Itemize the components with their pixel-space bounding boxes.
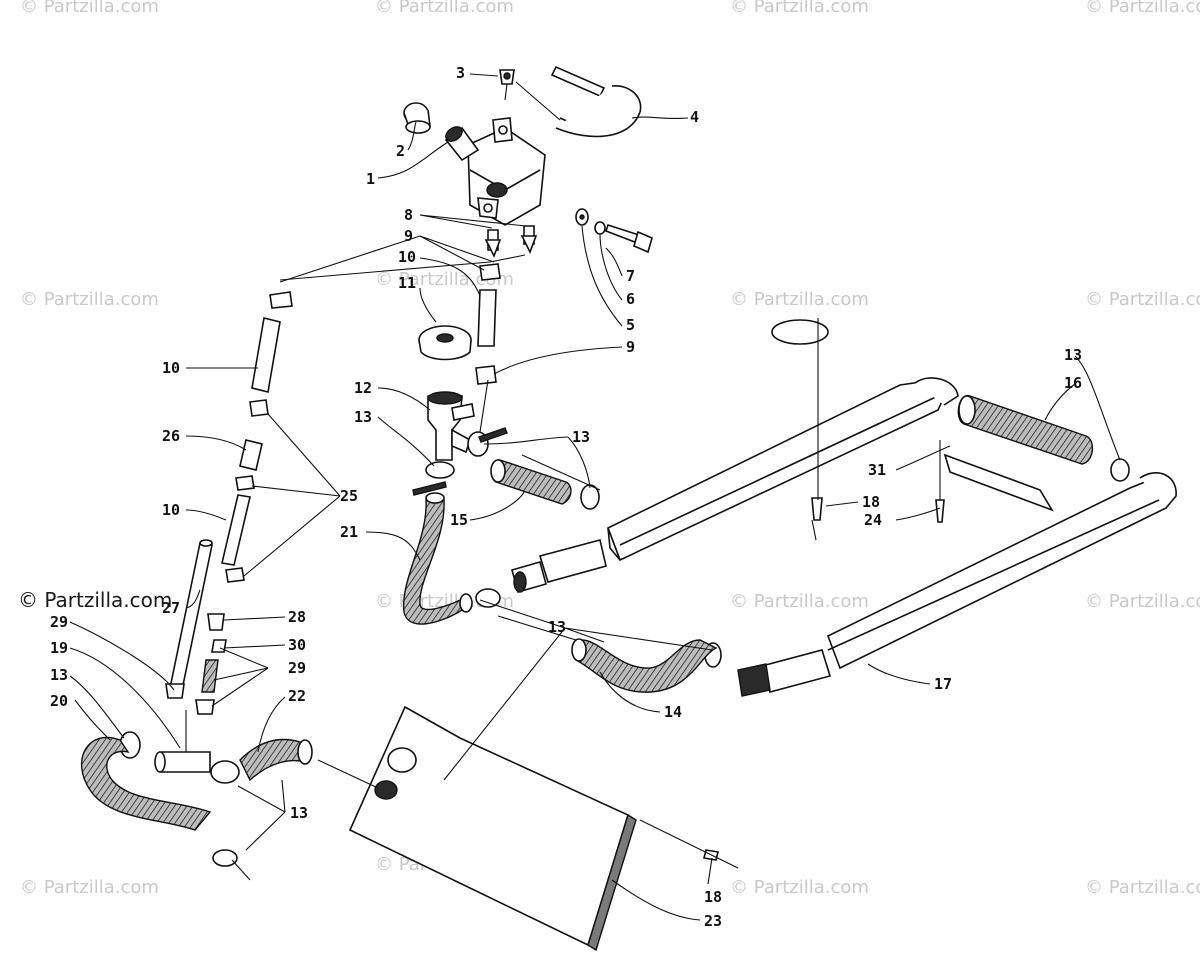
hose-20	[80, 736, 212, 831]
callout-10: 10	[162, 501, 180, 519]
callout-28: 28	[288, 608, 306, 626]
watermark-text: © Partzilla.com	[20, 0, 159, 17]
watermark-text: © Partzilla.com	[1085, 591, 1200, 612]
callout-21: 21	[340, 523, 358, 541]
watermark-text: © Partzilla.com	[1085, 0, 1200, 17]
watermark-text: © Partzilla.com	[375, 0, 514, 17]
hose-15	[490, 459, 572, 505]
tee-fitting-19	[154, 710, 211, 773]
callout-6: 6	[626, 290, 635, 308]
hose-segments	[221, 289, 497, 566]
callout-29: 29	[50, 613, 68, 631]
callout-13: 13	[548, 618, 566, 636]
callout-13: 13	[50, 666, 68, 684]
callout-10: 10	[162, 359, 180, 377]
callout-23: 23	[704, 912, 722, 930]
callout-13: 13	[354, 408, 372, 426]
callout-12: 12	[354, 379, 372, 397]
hose-22	[239, 738, 313, 782]
callout-27: 27	[162, 599, 180, 617]
hose-21	[402, 492, 473, 625]
callout-1: 1	[366, 170, 375, 188]
callout-26: 26	[162, 427, 180, 445]
connection-lines	[231, 254, 941, 881]
callout-9: 9	[626, 338, 635, 356]
leader-lines	[69, 73, 1121, 921]
overflow-hose	[515, 65, 642, 138]
radiator-cap	[418, 325, 472, 361]
watermark-text: © Partzilla.com	[730, 289, 869, 310]
callout-20: 20	[50, 692, 68, 710]
watermark-text: © Partzilla.com	[1085, 289, 1200, 310]
callout-8: 8	[404, 206, 413, 224]
tank-neck	[444, 126, 480, 162]
screws	[703, 497, 945, 861]
bracket-31	[943, 453, 1054, 512]
filler-neck	[427, 391, 475, 461]
watermark-text: © Partzilla.com	[1085, 877, 1200, 898]
heat-exchanger-plate	[348, 705, 637, 952]
expansion-tank	[467, 117, 546, 226]
callout-15: 15	[450, 511, 468, 529]
parts-drawing	[80, 65, 1177, 952]
hose-16	[957, 395, 1093, 465]
connector-26	[239, 439, 263, 471]
callout-19: 19	[50, 639, 68, 657]
watermark-text: © Partzilla.com	[730, 877, 869, 898]
callout-5: 5	[626, 316, 635, 334]
callout-13: 13	[572, 428, 590, 446]
callout-22: 22	[288, 687, 306, 705]
mount-hardware	[575, 208, 653, 254]
callout-30: 30	[288, 636, 306, 654]
callout-24: 24	[864, 511, 882, 529]
callout-11: 11	[398, 274, 416, 292]
callout-16: 16	[1064, 374, 1082, 392]
watermark-text-featured: © Partzilla.com	[18, 588, 172, 612]
hose-14	[571, 638, 718, 693]
hose-fittings	[484, 225, 538, 258]
heat-exchanger-frame	[511, 319, 1177, 697]
callout-31: 31	[868, 461, 886, 479]
callout-labels: 1 2 3 4 5 6 7 8 9 9 9 10 10 10 10 11 12 …	[50, 64, 1082, 930]
callout-3: 3	[456, 64, 465, 82]
callout-9: 9	[404, 227, 413, 245]
hose-clamps-13	[119, 427, 1130, 867]
callout-4: 4	[690, 108, 699, 126]
watermark-text: © Partzilla.com	[375, 269, 514, 290]
hose-clamps-small	[269, 263, 501, 385]
vent-fitting	[499, 69, 515, 101]
callout-10: 10	[398, 248, 416, 266]
watermark-text: © Partzilla.com	[730, 591, 869, 612]
callout-25: 25	[340, 487, 358, 505]
tank-cap	[403, 102, 431, 134]
callout-29: 29	[288, 659, 306, 677]
callout-14: 14	[664, 703, 682, 721]
callout-13: 13	[290, 804, 308, 822]
callout-13: 13	[1064, 346, 1082, 364]
callout-17: 17	[934, 675, 952, 693]
callout-2: 2	[396, 142, 405, 160]
watermark-text: © Partzilla.com	[730, 0, 869, 17]
watermark-text: © Partzilla.com	[20, 289, 159, 310]
callout-18: 18	[862, 493, 880, 511]
watermark-text: © Partzilla.com	[20, 877, 159, 898]
callout-18: 18	[704, 888, 722, 906]
callout-7: 7	[626, 267, 635, 285]
